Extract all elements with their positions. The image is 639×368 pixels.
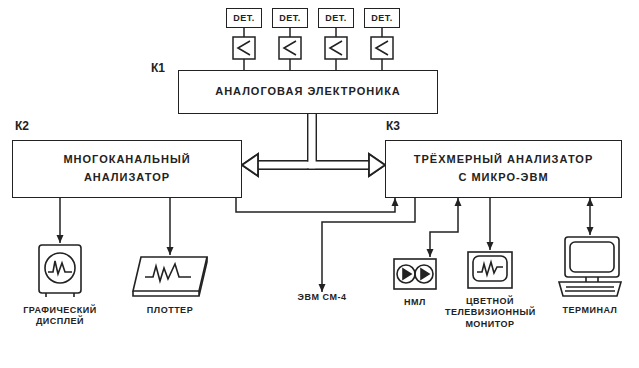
detector-box: DET. <box>226 8 262 28</box>
block-id: К1 <box>151 61 165 75</box>
device-icon: НМЛ <box>385 257 445 308</box>
connector <box>587 198 594 235</box>
amplifier-symbol <box>279 37 301 59</box>
amplifier-symbol <box>376 41 388 55</box>
box-label: DET. <box>371 13 393 23</box>
arrowhead <box>369 154 385 176</box>
device-icon: ПЛОТТЕР <box>128 255 212 316</box>
connector <box>57 198 64 243</box>
device-label: ЦВЕТНОЙ ТЕЛЕВИЗИОННЫЙ МОНИТОР <box>445 296 535 330</box>
amplifier-symbol <box>325 37 347 59</box>
process-box: К3ТРЁХМЕРНЫЙ АНАЛИЗАТОР С МИКРО-ЭВМ <box>385 140 622 198</box>
connector <box>319 198 416 292</box>
amplifier-symbol <box>284 41 296 55</box>
connector-line <box>322 198 415 292</box>
box-label: DET. <box>233 13 255 23</box>
bus-inner <box>312 114 369 165</box>
device-icon: ЦВЕТНОЙ ТЕЛЕВИЗИОННЫЙ МОНИТОР <box>445 250 535 330</box>
amplifier-symbol <box>371 37 393 59</box>
detector-box: DET. <box>318 8 354 28</box>
device-icon: ГРАФИЧЕСКИЙ ДИСПЛЕЙ <box>10 243 110 328</box>
bus-outline <box>312 114 369 165</box>
box-label: АНАЛОГОВАЯ ЭЛЕКТРОНИКА <box>215 83 401 101</box>
arrowhead <box>242 154 258 176</box>
bus-inner-join <box>258 114 312 165</box>
process-box: К1АНАЛОГОВАЯ ЭЛЕКТРОНИКА <box>178 70 438 114</box>
arrowhead <box>392 198 399 206</box>
box-label: DET. <box>279 13 301 23</box>
device-label: ПЛОТТЕР <box>128 305 212 316</box>
device-label: НМЛ <box>385 297 445 308</box>
device-symbol <box>36 243 84 299</box>
amplifier-symbol <box>238 41 250 55</box>
connector <box>167 198 174 255</box>
block-id: К2 <box>15 119 29 133</box>
arrowhead <box>167 247 174 255</box>
bus-inner-join <box>312 114 369 165</box>
box-label: ТРЁХМЕРНЫЙ АНАЛИЗАТОР С МИКРО-ЭВМ <box>414 151 594 186</box>
arrowhead <box>455 198 462 206</box>
device-symbol <box>131 255 209 299</box>
device-label: ГРАФИЧЕСКИЙ ДИСПЛЕЙ <box>10 305 110 328</box>
box-label: МНОГОКАНАЛЬНЫЙ АНАЛИЗАТОР <box>42 151 212 186</box>
amplifier-symbol <box>330 41 342 55</box>
bus-outline <box>258 114 312 165</box>
device-icon: ТЕРМИНАЛ <box>550 235 630 316</box>
detector-box: DET. <box>272 8 308 28</box>
connector <box>427 198 462 257</box>
block-id: К3 <box>386 119 400 133</box>
bus-inner <box>258 114 312 165</box>
arrowhead <box>319 284 326 292</box>
arrowhead <box>369 154 385 176</box>
process-box: К2МНОГОКАНАЛЬНЫЙ АНАЛИЗАТОР <box>12 140 242 198</box>
connector <box>487 198 494 250</box>
device-label: ЭВМ СМ-4 <box>295 292 349 304</box>
connector-line <box>236 198 395 212</box>
amplifier-symbol <box>233 37 255 59</box>
connector-line <box>430 198 458 257</box>
arrowhead <box>427 249 434 257</box>
arrowhead <box>57 235 64 243</box>
box-label: DET. <box>325 13 347 23</box>
arrowhead <box>487 242 494 250</box>
device-symbol <box>392 257 438 291</box>
connector-line <box>169 198 171 255</box>
device-symbol <box>556 235 624 299</box>
arrowhead <box>587 227 594 235</box>
detector-box: DET. <box>364 8 400 28</box>
device-label: ТЕРМИНАЛ <box>550 305 630 316</box>
arrowhead <box>587 198 594 206</box>
device-label: ЭВМ СМ-4 <box>295 292 349 304</box>
connector <box>312 114 385 176</box>
arrowhead <box>242 154 258 176</box>
connector <box>236 198 399 212</box>
device-symbol <box>466 250 514 290</box>
connector <box>242 114 312 176</box>
